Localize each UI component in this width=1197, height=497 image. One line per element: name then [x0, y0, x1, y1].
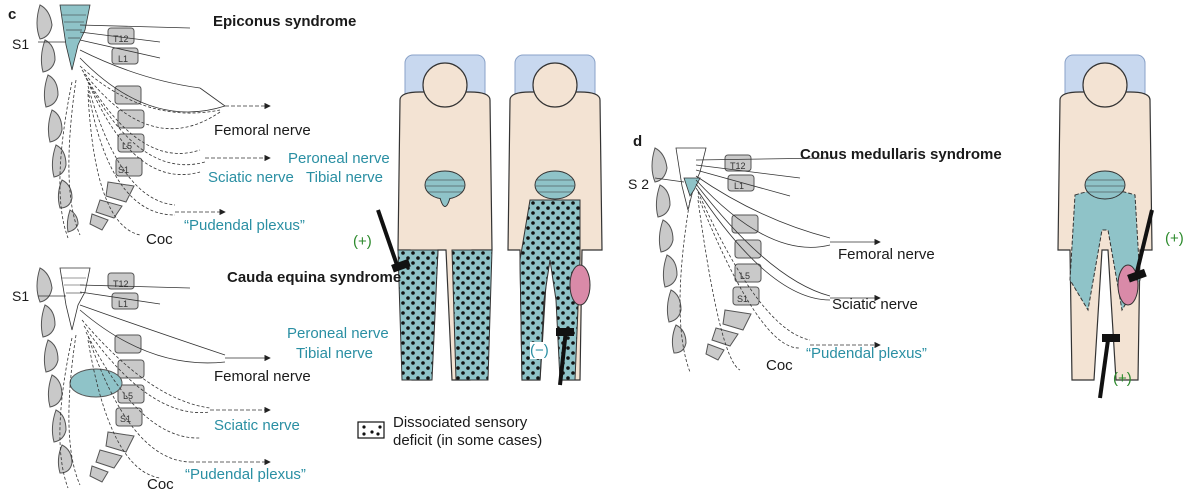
- legend-text-line2: deficit (in some cases): [393, 432, 542, 449]
- epiconus-vert-l1: L1: [118, 51, 128, 68]
- conus-reflex-upper: (+): [1165, 230, 1184, 247]
- epiconus-coccyx-label: Coc: [146, 231, 173, 248]
- conus-vert-s1: S1: [737, 291, 748, 308]
- cauda-peroneal-label: Peroneal nerve: [287, 325, 389, 342]
- epiconus-vert-l5: L5: [122, 138, 132, 155]
- epiconus-vert-t12: T12: [113, 31, 129, 48]
- conus-vert-l1: L1: [734, 178, 744, 195]
- epiconus-vert-s1: S1: [118, 162, 129, 179]
- epiconus-segment: S1: [12, 36, 29, 53]
- epiconus-reflex-sign: (+): [353, 233, 372, 250]
- cauda-coccyx-label: Coc: [147, 476, 174, 493]
- cauda-segment: S1: [12, 288, 29, 305]
- body-figure-front: [378, 55, 492, 380]
- conus-pudendal-label: “Pudendal plexus”: [806, 345, 927, 362]
- cauda-vert-l5: L5: [123, 388, 133, 405]
- cauda-reflex-sign: (−): [530, 342, 549, 359]
- conus-vert-t12: T12: [730, 158, 746, 175]
- cauda-femoral-label: Femoral nerve: [214, 368, 311, 385]
- legend-dotted-swatch: [358, 422, 384, 438]
- conus-femoral-label: Femoral nerve: [838, 246, 935, 263]
- epiconus-peroneal-label: Peroneal nerve: [288, 150, 390, 167]
- legend-text-line1: Dissociated sensory: [393, 414, 527, 431]
- conus-vert-l5: L5: [740, 268, 750, 285]
- panel-d-letter: d: [633, 133, 642, 150]
- conus-coccyx-label: Coc: [766, 357, 793, 374]
- panel-c-letter: c: [8, 6, 16, 23]
- cauda-vert-l1: L1: [118, 296, 128, 313]
- epiconus-pudendal-label: “Pudendal plexus”: [184, 217, 305, 234]
- cauda-pudendal-label: “Pudendal plexus”: [185, 466, 306, 483]
- epiconus-tibial-label: Tibial nerve: [306, 169, 383, 186]
- cauda-tibial-label: Tibial nerve: [296, 345, 373, 362]
- epiconus-femoral-label: Femoral nerve: [214, 122, 311, 139]
- conus-segment: S 2: [628, 176, 649, 193]
- conus-sciatic-label: Sciatic nerve: [832, 296, 918, 313]
- body-figure-conus: [1058, 55, 1152, 398]
- cauda-title: Cauda equina syndrome: [227, 269, 401, 286]
- body-figure-back: [508, 55, 602, 385]
- epiconus-sciatic-label: Sciatic nerve: [208, 169, 294, 186]
- cauda-vert-t12: T12: [113, 276, 129, 293]
- conus-title: Conus medullaris syndrome: [800, 146, 1002, 163]
- cauda-vert-s1: S1: [120, 411, 131, 428]
- cauda-sciatic-label: Sciatic nerve: [214, 417, 300, 434]
- epiconus-title: Epiconus syndrome: [213, 13, 356, 30]
- conus-reflex-lower: (+): [1113, 370, 1132, 387]
